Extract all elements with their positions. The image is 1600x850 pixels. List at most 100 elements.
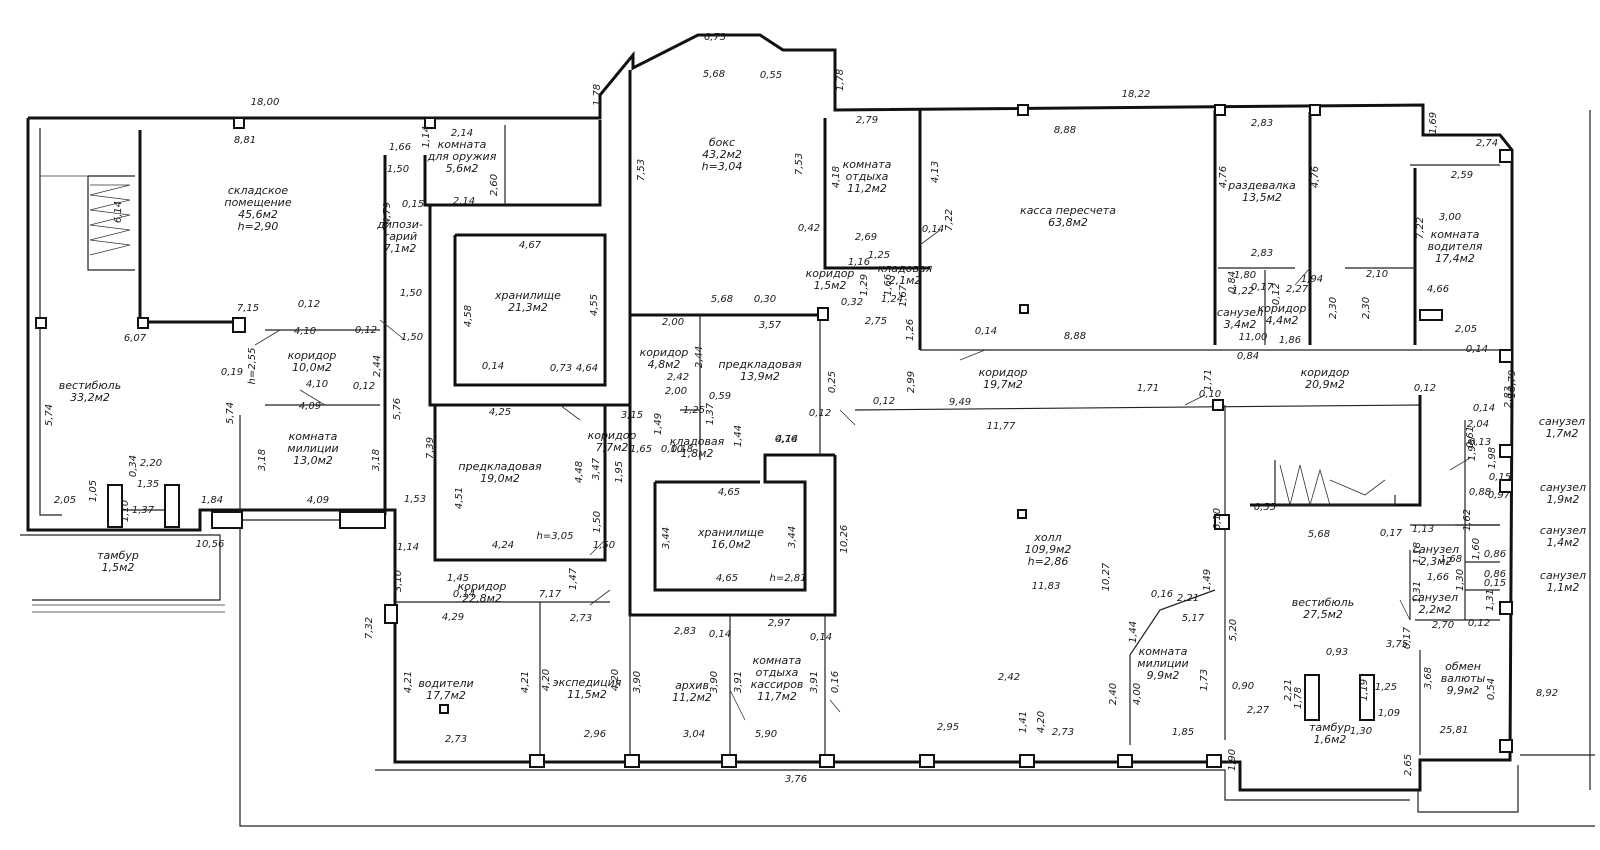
dimension-label: 3,00 <box>1439 212 1461 223</box>
dimension-label: 1,31 <box>1485 589 1496 611</box>
dimension-label: 3,76 <box>785 774 807 785</box>
dimension-label: 2,14 <box>451 128 473 139</box>
dimension-label: 1,94 <box>1301 274 1323 285</box>
dimension-label: 0,61 <box>1465 426 1476 448</box>
dimension-label: 1,47 <box>568 567 579 590</box>
dimension-label: 7,53 <box>636 159 647 181</box>
dimension-label: 2,00 <box>662 317 684 328</box>
dimension-label: 1,78 <box>835 69 846 91</box>
dimension-label: 1,44 <box>733 425 744 447</box>
dimension-label: 4,09 <box>299 401 321 412</box>
dimension-label: 1,85 <box>1172 727 1194 738</box>
dimension-label: 1,78 <box>1293 687 1304 709</box>
dimension-label: 1,18 <box>1412 542 1423 564</box>
dimension-label: 4,79 <box>382 202 393 224</box>
dimension-label: 4,20 <box>541 669 552 691</box>
dimension-label: 1,10 <box>120 500 131 522</box>
dimension-label: 7,39 <box>425 437 436 459</box>
dimension-label: 2,99 <box>906 371 917 393</box>
dimension-label: 3,57 <box>759 320 782 331</box>
dimension-label: 1,78 <box>592 84 603 106</box>
dimension-label: 2,73 <box>445 734 467 745</box>
dimension-label: 3,15 <box>621 410 643 421</box>
dimension-label: 2,60 <box>489 174 500 196</box>
dimension-label: 0,14 <box>975 326 997 337</box>
dimension-label: 11,83 <box>1032 581 1061 592</box>
dimension-label: 4,65 <box>716 573 738 584</box>
dimension-label: 0,12 <box>355 325 377 336</box>
dimension-label: 1,67 <box>898 284 909 307</box>
dimension-label: 4,10 <box>306 379 328 390</box>
dimension-label: 3,44 <box>787 526 798 548</box>
dimension-label: 4,00 <box>1132 683 1143 705</box>
dimension-label: 3,10 <box>393 570 404 592</box>
dimension-label: 1,44 <box>1128 621 1139 643</box>
dimension-label: 0,84 <box>1237 351 1259 362</box>
dimension-label: 2,97 <box>768 618 791 629</box>
dimension-label: 0,86 <box>1484 569 1506 580</box>
dimension-label: 2,79 <box>856 115 878 126</box>
dimension-label: 4,55 <box>589 294 600 316</box>
dimension-label: 3,90 <box>632 671 643 693</box>
dimension-label: 10,27 <box>1101 562 1112 591</box>
dimension-label: 1,86 <box>1279 335 1301 346</box>
dimension-label: h=2,81 <box>770 573 807 584</box>
dimension-label: 1,65 <box>630 444 652 455</box>
dimension-label: 9,49 <box>949 397 971 408</box>
dimension-label: 1,45 <box>447 573 469 584</box>
dimension-label: 18,79 <box>1507 370 1518 399</box>
dimension-label: 2,00 <box>665 386 687 397</box>
dimension-label: 1,05 <box>88 480 99 502</box>
dimension-label: 0,34 <box>128 455 139 477</box>
dimension-label: 4,20 <box>1036 711 1047 733</box>
dimension-label: 3,75 <box>1386 639 1408 650</box>
dimension-label: 4,64 <box>576 363 598 374</box>
dimension-label: 6,14 <box>113 201 124 223</box>
dimension-label: 2,14 <box>453 196 475 207</box>
dimension-label: 1,53 <box>404 494 426 505</box>
dimension-label: 0,55 <box>1254 502 1276 513</box>
dimension-label: 4,58 <box>463 305 474 327</box>
dimension-label: 2,20 <box>140 458 162 469</box>
dimension-label: 3,04 <box>683 729 705 740</box>
dimension-label: 7,22 <box>944 209 955 231</box>
dimension-label: 0,55 <box>760 70 782 81</box>
dimension-label: 7,22 <box>1415 217 1426 239</box>
dimension-label: 5,76 <box>392 398 403 420</box>
dimension-label: 0,15 <box>1484 578 1506 589</box>
dimension-label: 2,74 <box>1476 138 1498 149</box>
dimension-label: 5,68 <box>1308 529 1330 540</box>
exterior-walls <box>20 33 1595 827</box>
dimension-label: 2,75 <box>865 316 887 327</box>
dimension-label: 4,09 <box>307 495 329 506</box>
dimension-label: 0,14 <box>1466 344 1488 355</box>
dimension-label: 4,20 <box>610 669 621 691</box>
dimension-label: 4,48 <box>574 461 585 483</box>
dimension-label: 1,98 <box>1487 447 1498 469</box>
dimension-label: 2,27 <box>1286 284 1309 295</box>
dimension-label: 1,25 <box>868 250 890 261</box>
dimension-label: 1,35 <box>137 479 159 490</box>
dimension-label: 1,25 <box>683 405 705 416</box>
dimension-label: 4,66 <box>1427 284 1449 295</box>
dimension-label: 1,66 <box>389 142 411 153</box>
dimension-label: 1,60 <box>1471 538 1482 560</box>
dimension-label: h=3,05 <box>537 531 574 542</box>
dimension-label: 0,14 <box>1473 403 1495 414</box>
dimension-label: 1,31 <box>1412 581 1423 603</box>
